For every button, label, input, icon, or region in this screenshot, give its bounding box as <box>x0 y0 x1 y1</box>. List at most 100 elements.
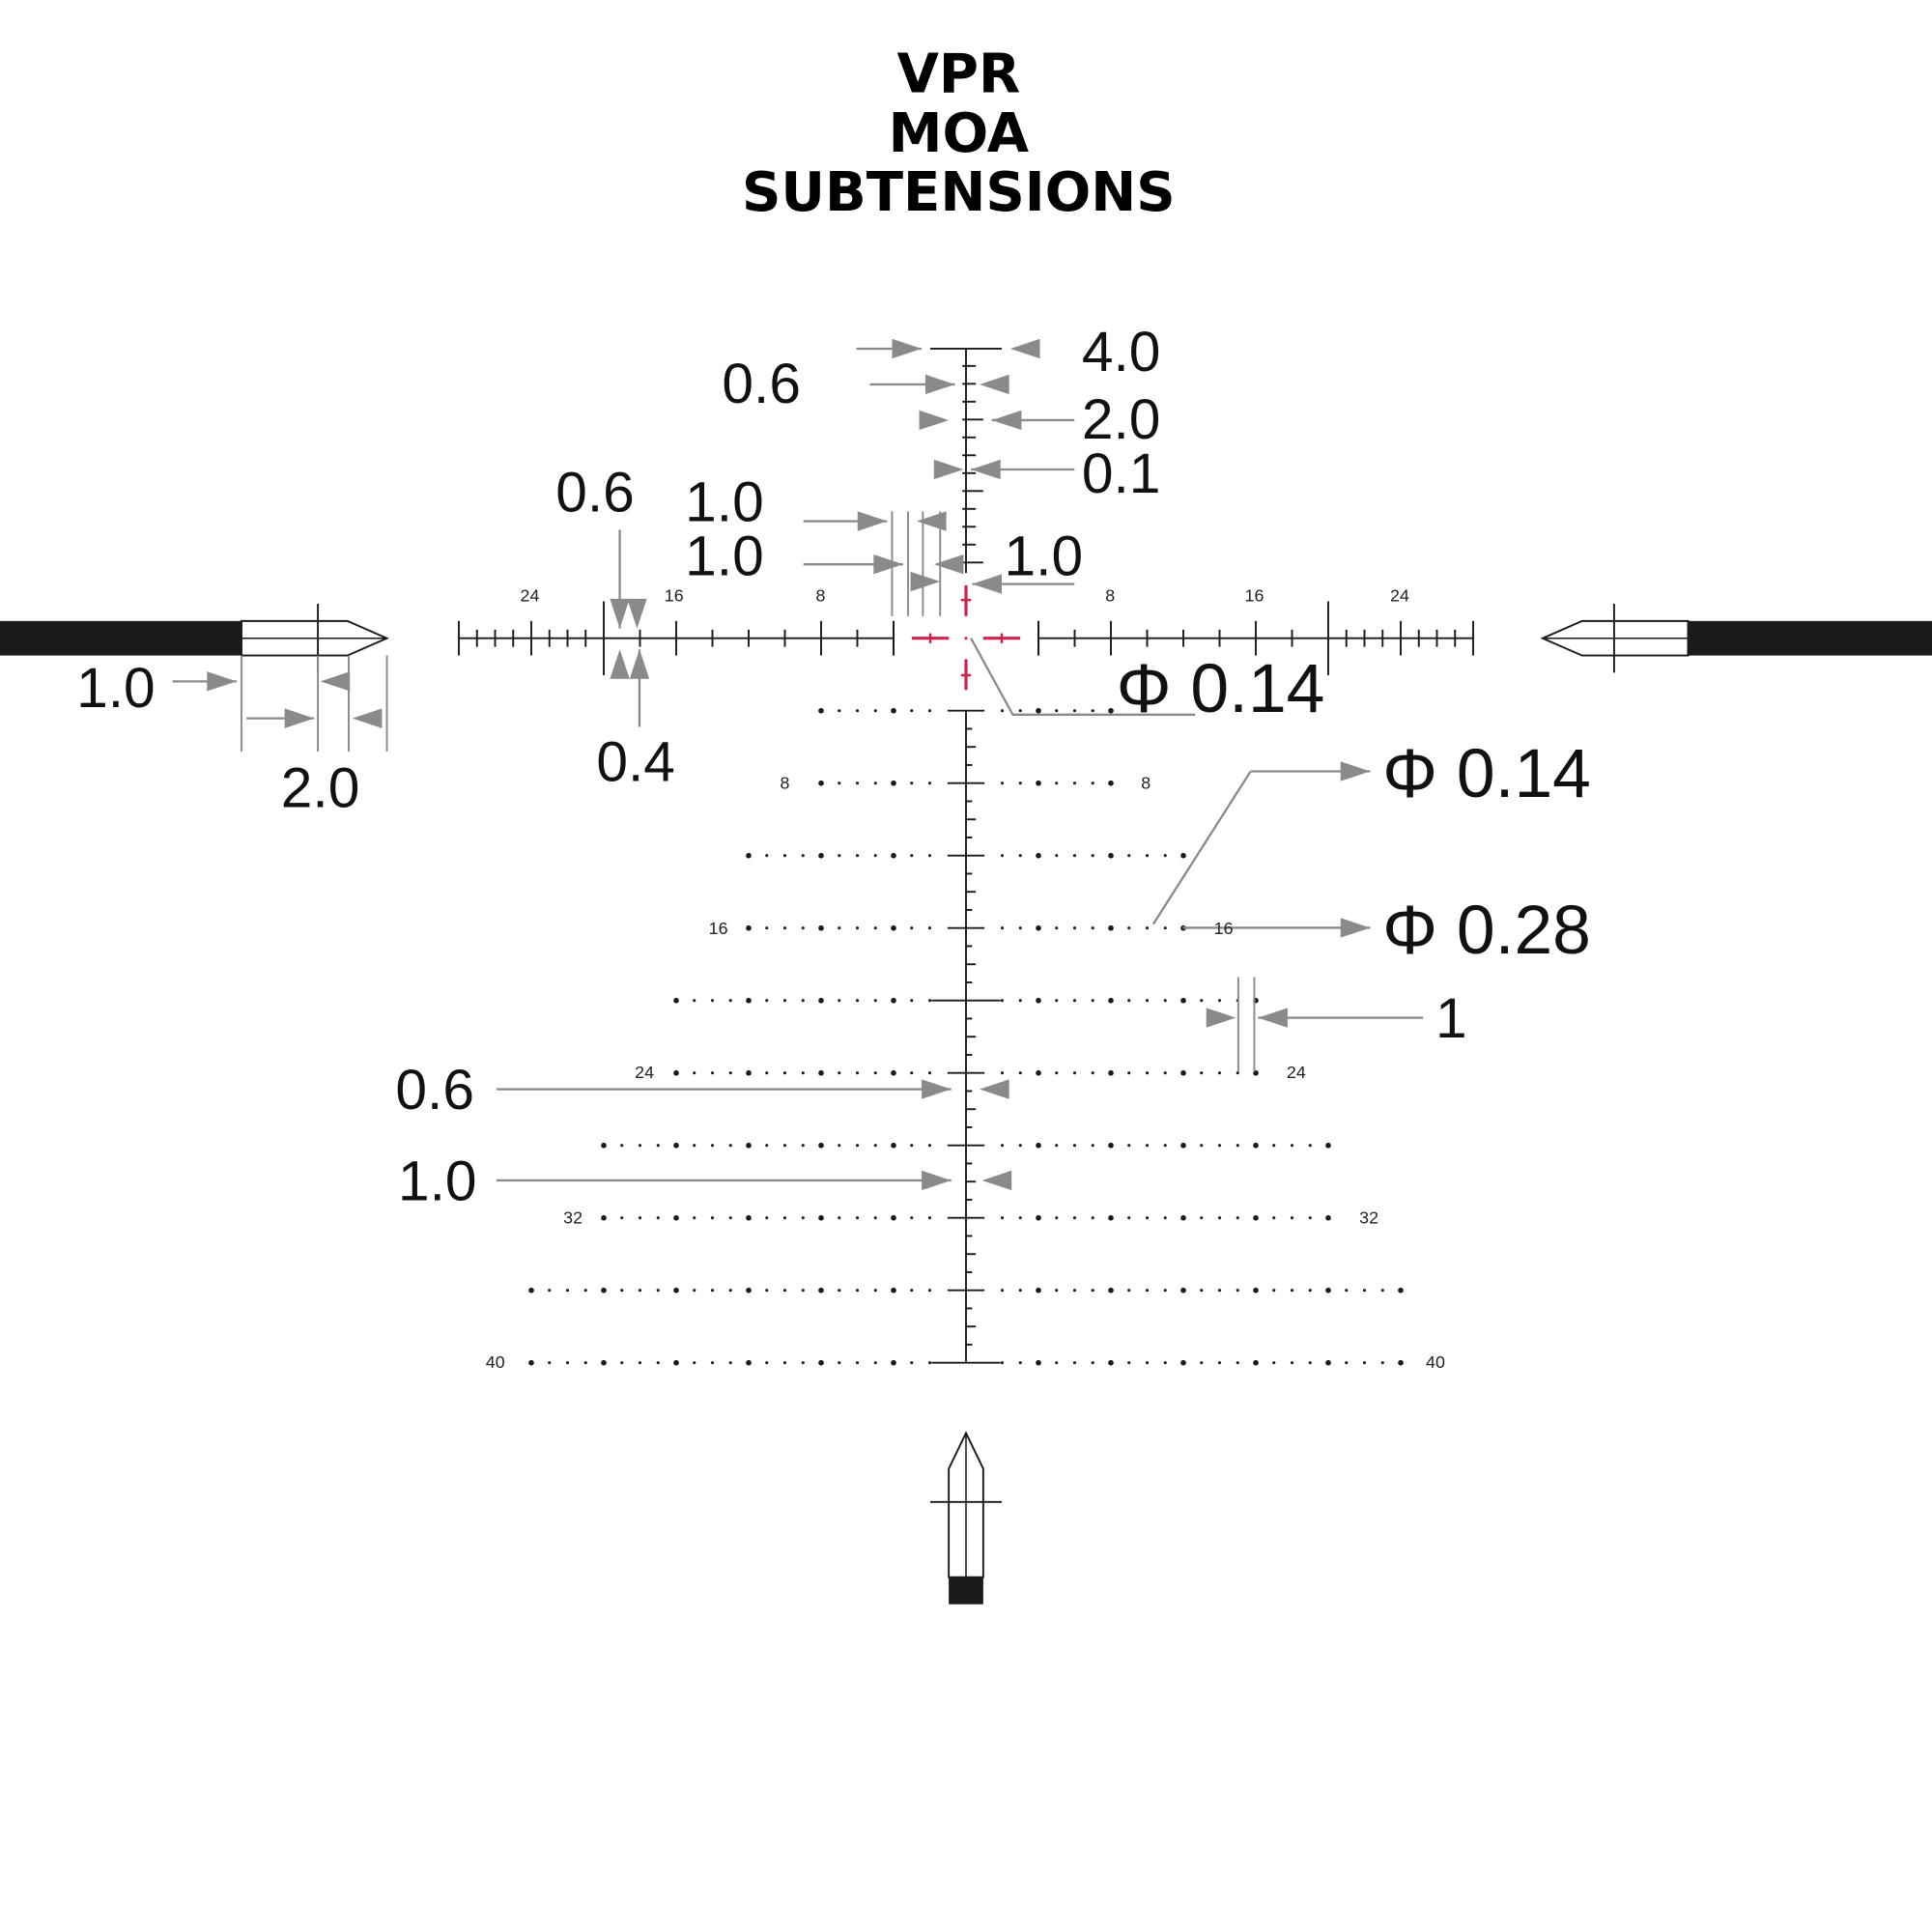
holdover-dot <box>1055 1144 1059 1148</box>
arrowhead-icon <box>933 554 964 575</box>
holdover-dot <box>1055 1361 1059 1365</box>
holdover-dot <box>1163 1144 1167 1148</box>
holdover-dot <box>1000 709 1005 713</box>
holdover-dot <box>1163 1216 1167 1220</box>
holdover-dot <box>1055 1289 1059 1293</box>
arrowhead-icon <box>284 708 315 728</box>
holdover-dot <box>1290 1361 1294 1365</box>
holdover-dot <box>891 780 896 786</box>
annotation-lower-bar-thickness-b: 1.0 <box>398 1150 477 1212</box>
holdover-dot <box>855 1361 860 1365</box>
arrowhead-icon <box>857 511 888 531</box>
arrowhead-icon <box>916 511 947 531</box>
arrowhead-icon <box>933 459 964 480</box>
holdover-dot <box>1072 1071 1077 1075</box>
holdover-dot <box>1018 1216 1022 1220</box>
holdover-dot <box>673 1287 679 1293</box>
holdover-dot <box>927 1144 932 1148</box>
holdover-dot <box>838 999 841 1003</box>
holdover-dot <box>601 1214 607 1221</box>
arrowhead-icon <box>627 598 647 629</box>
holdover-dot <box>855 1289 860 1293</box>
holdover-dot <box>548 1289 552 1293</box>
holdover-dot <box>1018 1289 1022 1293</box>
holdover-dot <box>1055 1071 1059 1075</box>
annotation-center-gap-a: 1.0 <box>685 471 764 534</box>
holdover-dot <box>873 1216 877 1220</box>
holdover-dot <box>673 1214 679 1221</box>
annotation-fine-line-thickness: 0.1 <box>1082 442 1161 505</box>
holdover-dot <box>873 1289 877 1293</box>
holdover-dot <box>1272 1144 1276 1148</box>
holdover-dot <box>782 1071 787 1075</box>
arrowhead-icon <box>980 1079 1009 1099</box>
holdover-dot <box>801 854 805 858</box>
holdover-dot <box>1091 1361 1094 1365</box>
holdover-dot <box>1200 999 1204 1003</box>
holdover-dot <box>1163 854 1167 858</box>
holdover-dot <box>765 926 769 930</box>
holdover-dot <box>1036 1287 1041 1293</box>
holdover-dot <box>818 1142 824 1149</box>
holdover-dot <box>1127 1144 1131 1148</box>
holdover-dot <box>1036 1359 1041 1366</box>
holdover-dot <box>1018 781 1022 785</box>
holdover-dot <box>1380 1289 1384 1293</box>
holdover-dot <box>1217 1216 1222 1220</box>
holdover-dot <box>927 709 932 713</box>
holdover-dot <box>1200 1144 1204 1148</box>
holdover-dot <box>1253 1359 1259 1366</box>
holdover-dot <box>782 1216 787 1220</box>
holdover-dot <box>728 1361 732 1365</box>
title-line-1: VPR <box>896 43 1020 106</box>
holdover-dot <box>1091 999 1094 1003</box>
arrowhead-icon <box>610 649 630 679</box>
holdover-dot <box>1000 1071 1005 1075</box>
holdover-dot <box>1236 1144 1239 1148</box>
holdover-dot <box>818 780 824 786</box>
holdover-dot <box>638 1361 642 1365</box>
holdover-dot <box>565 1361 570 1365</box>
holdover-dot <box>620 1361 624 1365</box>
holdover-dot <box>1000 1216 1005 1220</box>
holdover-dot <box>1308 1144 1312 1148</box>
holdover-dot <box>1272 1289 1276 1293</box>
title-line-2: MOA <box>889 102 1030 165</box>
holdover-dot <box>1072 1361 1077 1365</box>
holdover-dot <box>891 852 896 859</box>
holdover-dot <box>746 1214 752 1221</box>
row-label: 8 <box>781 773 790 792</box>
holdover-dot <box>910 1144 914 1148</box>
holdover-dot <box>728 999 732 1003</box>
holdover-dot <box>765 1289 769 1293</box>
holdover-dot <box>1018 1071 1022 1075</box>
holdover-dot <box>927 999 932 1003</box>
holdover-dot <box>1000 999 1005 1003</box>
holdover-dot <box>891 1142 896 1149</box>
holdover-dot <box>1036 1142 1041 1149</box>
holdover-dot <box>1108 997 1114 1004</box>
holdover-dot <box>1072 926 1077 930</box>
holdover-dot <box>656 1144 660 1148</box>
holdover-dot <box>1036 707 1041 714</box>
holdover-dot <box>1127 1289 1131 1293</box>
holdover-dot <box>693 1071 696 1075</box>
holdover-dot <box>855 854 860 858</box>
holdover-dot <box>891 997 896 1004</box>
holdover-dot <box>1127 1216 1131 1220</box>
holdover-dot <box>855 999 860 1003</box>
holdover-dot <box>1072 854 1077 858</box>
holdover-dot <box>801 1361 805 1365</box>
holdover-dot <box>910 854 914 858</box>
holdover-dot <box>765 1216 769 1220</box>
arrowhead-icon <box>971 459 1001 480</box>
holdover-dot <box>855 1216 860 1220</box>
annotation-center-gap-right: 1.0 <box>1005 526 1084 588</box>
holdover-dot <box>1091 854 1094 858</box>
holdover-dot <box>583 1361 587 1365</box>
annotation-post-tip-length: 2.0 <box>281 756 360 819</box>
holdover-dot <box>1272 1361 1276 1365</box>
row-label: 40 <box>1426 1352 1445 1372</box>
holdover-dot <box>910 709 914 713</box>
holdover-dot <box>873 709 877 713</box>
